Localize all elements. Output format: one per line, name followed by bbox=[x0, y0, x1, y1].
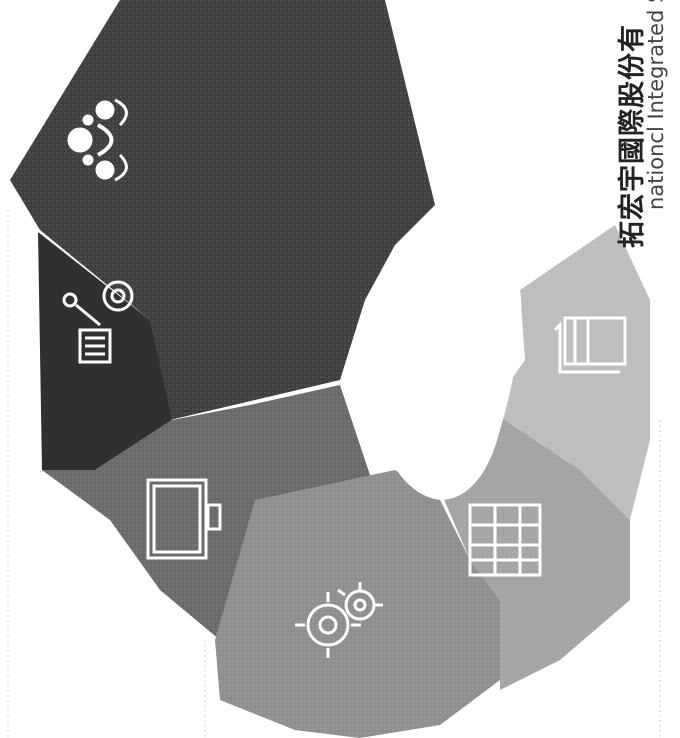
company-name-english: nationcl Integrated Sys bbox=[644, 0, 668, 210]
gears-icon bbox=[295, 582, 383, 658]
segment-collaboration bbox=[38, 232, 172, 470]
people-icon bbox=[67, 98, 128, 182]
server-icon bbox=[468, 503, 542, 577]
ring-center-hole bbox=[371, 230, 522, 500]
handshake-gear-icon bbox=[62, 280, 134, 364]
monitor-icon bbox=[146, 478, 222, 560]
segment-gears-texture bbox=[215, 470, 500, 738]
segment-server-texture bbox=[440, 410, 630, 690]
document-pages-icon bbox=[553, 316, 627, 374]
segment-people-texture bbox=[10, 0, 435, 420]
